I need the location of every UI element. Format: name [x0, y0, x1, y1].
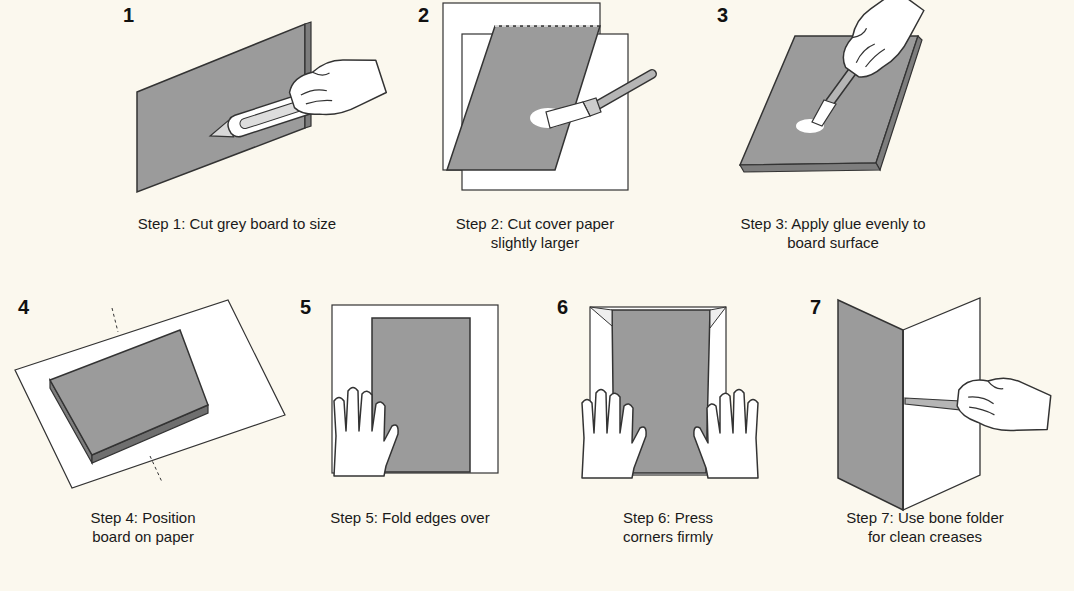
hand — [284, 48, 388, 126]
hand — [334, 388, 398, 477]
hand — [955, 374, 1052, 435]
hand — [955, 374, 1052, 435]
grey-board — [50, 330, 208, 455]
folded-board — [902, 330, 904, 510]
step-caption: Step 1: Cut grey board to size — [107, 214, 367, 233]
hand — [694, 390, 758, 479]
folded-board — [838, 300, 903, 510]
step-caption: Step 2: Cut cover paper slightly larger — [445, 214, 625, 252]
grey-board — [50, 330, 208, 463]
cover-paper — [590, 307, 612, 326]
step-number: 4 — [18, 296, 29, 318]
hand — [334, 388, 398, 477]
step-caption: Step 3: Apply glue evenly to board surfa… — [737, 214, 929, 252]
glue-brush — [596, 74, 652, 106]
step-number: 5 — [300, 296, 311, 318]
step-caption: Step 4: Position board on paper — [76, 508, 211, 546]
step-number: 3 — [717, 4, 728, 26]
cover-paper — [15, 300, 285, 488]
step-number: 2 — [418, 4, 429, 26]
hand — [832, 0, 928, 88]
glue-brush — [812, 100, 836, 126]
hand — [582, 390, 646, 479]
step-number: 7 — [810, 296, 821, 318]
cover-paper — [447, 26, 600, 170]
cover-paper — [443, 3, 628, 190]
step-caption: Step 7: Use bone folder for clean crease… — [836, 508, 1014, 546]
cover-paper — [710, 307, 726, 328]
grey-board — [740, 163, 880, 172]
hand — [284, 48, 388, 126]
cover-paper — [495, 25, 600, 27]
glue-brush — [596, 74, 652, 106]
step-number: 6 — [557, 296, 568, 318]
hand — [694, 390, 758, 479]
cover-paper — [150, 456, 162, 482]
hand — [832, 0, 928, 88]
step-caption: Step 6: Press corners firmly — [611, 508, 726, 546]
hand — [582, 390, 646, 479]
step-number: 1 — [123, 4, 134, 26]
cover-paper — [15, 300, 285, 488]
step-caption: Step 5: Fold edges over — [300, 508, 520, 527]
glue-brush — [546, 74, 652, 128]
glue-brush — [546, 102, 590, 128]
cover-paper — [112, 308, 118, 332]
